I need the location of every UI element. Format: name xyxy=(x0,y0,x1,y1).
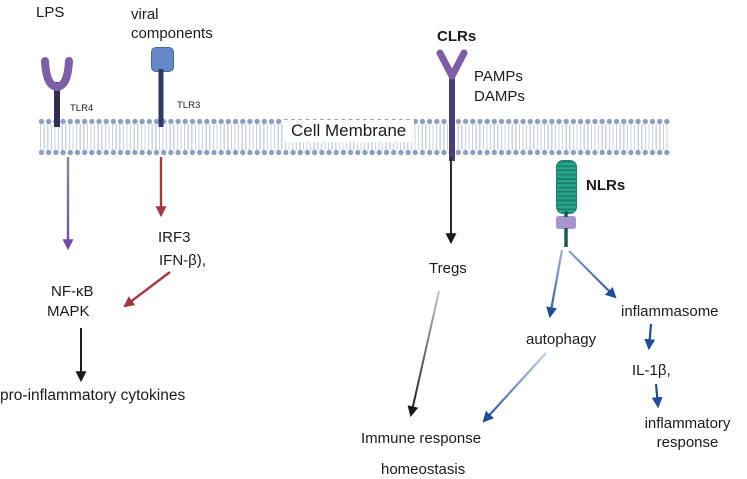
damps-text: DAMPs xyxy=(474,88,525,105)
arrow-inflammasome-to-il1b xyxy=(644,323,656,351)
homeostasis-label: homeostasis xyxy=(381,461,466,478)
cell-membrane: Cell Membrane xyxy=(38,118,670,156)
arrow-ifnb-to-nfkb xyxy=(123,271,171,308)
irf3-label: IRF3 xyxy=(158,229,191,246)
arrow-tregs-to-immune-response xyxy=(407,290,440,418)
tlr3-label: TLR3 xyxy=(177,100,201,111)
clrs-label: CLRs xyxy=(437,28,477,45)
immune-response-label: Immune response xyxy=(361,430,482,447)
pamps-damps-label: PAMPs DAMPs xyxy=(474,67,525,107)
clr-receptor-shape xyxy=(436,49,468,161)
nlrs-label: NLRs xyxy=(586,177,626,194)
arrow-nlr-to-inflammasome xyxy=(568,250,617,299)
arrow-il1b-to-inflammatory-response xyxy=(651,383,663,409)
nlr-receptor-body xyxy=(556,160,577,214)
tlr4-label: TLR4 xyxy=(70,103,94,114)
tregs-label: Tregs xyxy=(429,260,467,277)
inflammasome-label: inflammasome xyxy=(621,303,719,320)
cell-membrane-label: Cell Membrane xyxy=(283,120,415,142)
arrow-nlr-to-autophagy xyxy=(546,249,564,319)
tlr4-receptor-shape xyxy=(41,57,73,127)
mapk-label: MAPK xyxy=(47,303,90,320)
autophagy-label: autophagy xyxy=(526,331,597,348)
pro-inflammatory-cytokines-label: pro-inflammatory cytokines xyxy=(0,387,186,404)
nlr-linker-domain xyxy=(556,216,576,229)
lps-label: LPS xyxy=(36,4,65,21)
pamps-text: PAMPs xyxy=(474,68,523,85)
membrane-inner-lipid-heads xyxy=(38,149,670,156)
arrow-autophagy-to-immune-response xyxy=(482,352,547,423)
inflammatory-response-line2: response xyxy=(656,434,719,451)
ifn-beta-label: IFN-β), xyxy=(159,252,206,269)
nf-kb-label: NF-κB xyxy=(51,283,94,300)
viral-components-label: viral components xyxy=(131,6,213,42)
il-1b-label: IL-1β, xyxy=(632,362,671,379)
inflammatory-response-label: inflammatory response xyxy=(630,414,745,452)
inflammatory-response-line1: inflammatory xyxy=(644,415,731,432)
